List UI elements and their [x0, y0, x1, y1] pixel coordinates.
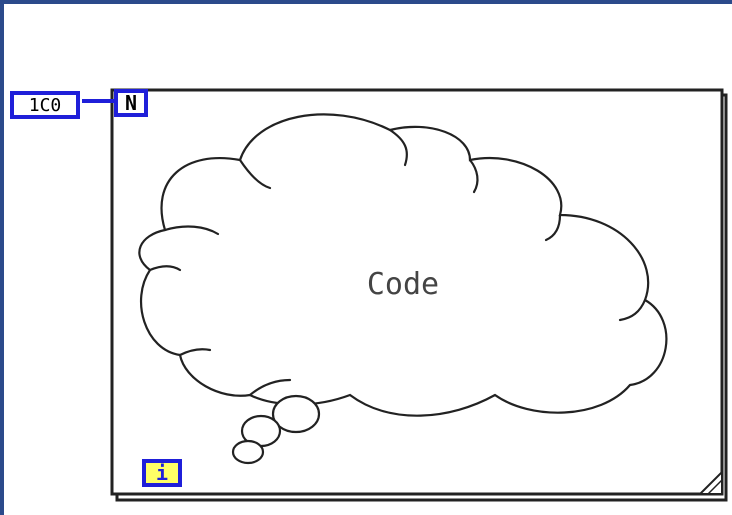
loop-count-label: N [124, 91, 138, 115]
code-cloud [138, 113, 668, 417]
resize-corner-line [707, 479, 723, 495]
iteration-terminal[interactable]: i [142, 459, 182, 487]
iteration-label: i [155, 461, 169, 485]
window-frame-left [0, 0, 4, 515]
count-terminal[interactable]: 1C0 [10, 91, 80, 119]
count-wire[interactable] [82, 99, 114, 103]
window-frame-top [0, 0, 732, 4]
cloud-label: Code [367, 267, 439, 302]
bubble-large [271, 394, 321, 434]
loop-count-terminal[interactable]: N [114, 89, 148, 117]
count-terminal-value: 1C0 [28, 94, 62, 116]
resize-corner-icon[interactable] [697, 469, 723, 495]
bubble-small [231, 439, 265, 465]
